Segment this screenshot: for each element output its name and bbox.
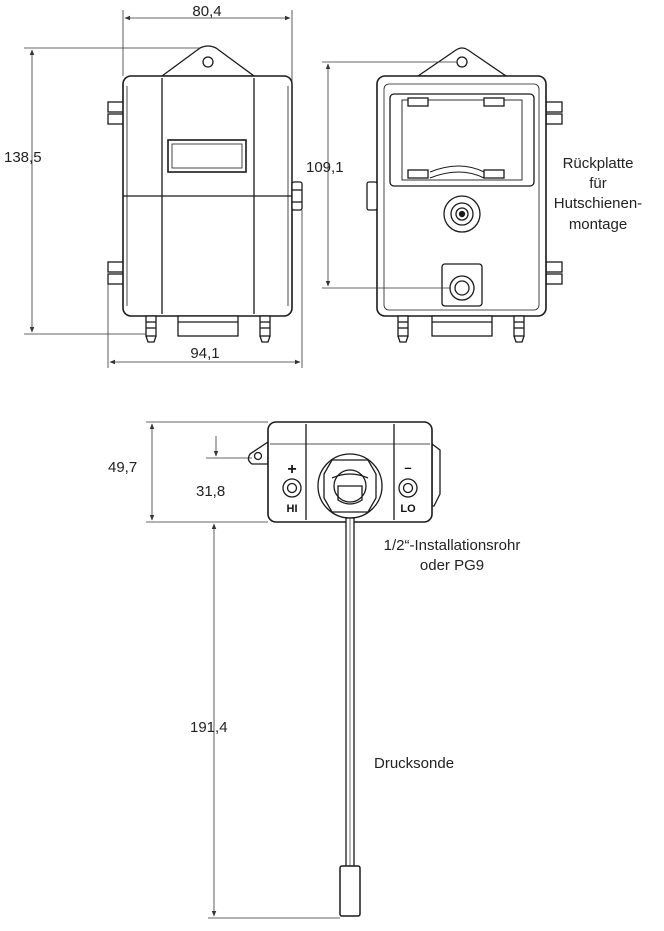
lo-label: LO (400, 503, 416, 515)
front-view (107, 45, 303, 343)
label-rear-plate-2: für (589, 175, 607, 192)
dim-front-width: 80,4 (192, 3, 221, 20)
label-probe: Drucksonde (374, 755, 454, 772)
bottom-dimension-lines (146, 421, 340, 919)
dim-overall-width: 94,1 (190, 345, 219, 362)
rear-dimension-lines (322, 61, 456, 289)
dim-bottom-port-height: 31,8 (196, 483, 225, 500)
dim-probe-length: 191,4 (190, 719, 228, 736)
label-conduit-2: oder PG9 (420, 557, 484, 574)
plus-symbol: + (287, 461, 296, 478)
label-rear-plate-1: Rückplatte (563, 155, 634, 172)
front-dimension-lines (24, 10, 303, 368)
label-rear-plate-3: Hutschienen- (554, 195, 642, 212)
rear-view (366, 47, 563, 343)
hi-label: HI (287, 503, 298, 515)
minus-symbol: – (404, 460, 411, 475)
dim-rear-height: 109,1 (306, 159, 344, 176)
dim-front-height: 138,5 (4, 149, 42, 166)
label-conduit-1: 1/2“-Installationsrohr (384, 537, 521, 554)
label-rear-plate-4: montage (569, 216, 627, 233)
dim-bottom-height: 49,7 (108, 459, 137, 476)
bottom-view (247, 421, 441, 917)
